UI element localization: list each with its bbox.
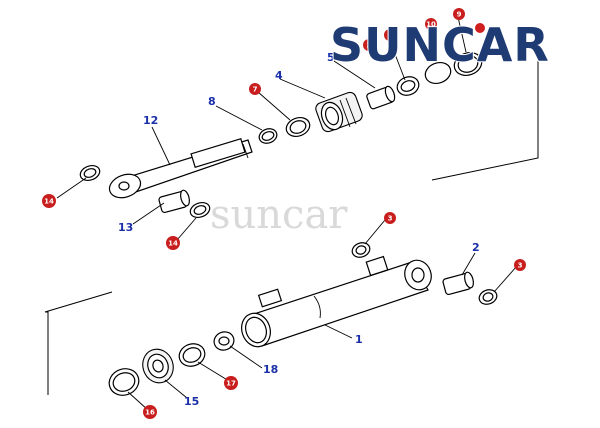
callout-3-upper: 3 (363, 39, 375, 51)
callout-5: 5 (327, 51, 335, 64)
part-12-piston-rod (108, 137, 253, 199)
svg-text:3: 3 (388, 215, 393, 223)
suncar-logo: SUNCAR (329, 17, 550, 73)
part-13-bushing (158, 189, 190, 214)
part-14-dust-seal-lower (189, 201, 211, 219)
part-18-nut (213, 331, 235, 351)
callout-12: 12 (143, 114, 158, 127)
callout-14-left: 14 (42, 194, 56, 208)
part-3-dust-seal-right (478, 289, 498, 305)
callout-10: 10 (425, 18, 437, 30)
part-9-backup-ring (453, 52, 483, 76)
callout-18: 18 (263, 363, 278, 376)
part-16-snap-ring (108, 368, 140, 396)
part-17-o-ring (178, 343, 206, 367)
part-6-seal-ring (396, 76, 420, 96)
part-5-collar (366, 85, 396, 110)
callout-16: 16 (143, 405, 157, 419)
part-10-o-ring (424, 62, 452, 84)
svg-text:6: 6 (388, 32, 393, 40)
part-15-cylinder-head (142, 348, 174, 384)
callout-labels-blue: 1 2 4 5 8 12 13 15 18 (118, 51, 480, 408)
callout-3-top: 3 (384, 212, 396, 224)
svg-text:7: 7 (253, 86, 258, 94)
part-14-dust-seal-upper (79, 164, 101, 182)
callout-1: 1 (355, 333, 363, 346)
callout-8: 8 (208, 95, 216, 108)
part-4-piston (315, 91, 363, 133)
part-2-bushing (442, 271, 474, 296)
svg-text:3: 3 (367, 42, 372, 50)
callout-9: 9 (453, 8, 465, 20)
callout-3-right: 3 (514, 259, 526, 271)
callout-14-center: 14 (166, 236, 180, 250)
part-7-wear-ring (285, 116, 311, 138)
callout-4: 4 (275, 69, 283, 82)
svg-text:3: 3 (518, 262, 523, 270)
frame-lines (44, 60, 539, 395)
watermark: suncar (210, 192, 348, 238)
callout-7: 7 (249, 83, 261, 95)
svg-text:16: 16 (145, 409, 155, 417)
logo-accent-dot (475, 23, 485, 33)
svg-text:17: 17 (226, 380, 236, 388)
logo-text: SUNCAR (330, 18, 550, 72)
part-8-snap-ring (258, 128, 278, 144)
callout-6: 6 (384, 29, 396, 41)
callout-17: 17 (224, 376, 238, 390)
leader-lines (56, 16, 518, 411)
svg-text:14: 14 (44, 198, 54, 206)
svg-text:10: 10 (426, 21, 436, 29)
callout-2: 2 (472, 241, 480, 254)
svg-text:9: 9 (457, 11, 462, 19)
part-3-dust-seal-top (351, 242, 371, 258)
callout-13: 13 (118, 221, 133, 234)
callout-15: 15 (184, 395, 199, 408)
part-1-cylinder-tube (241, 255, 432, 348)
callout-badges-red: 3 3 3 6 7 9 10 14 (42, 8, 526, 419)
svg-text:14: 14 (168, 240, 178, 248)
